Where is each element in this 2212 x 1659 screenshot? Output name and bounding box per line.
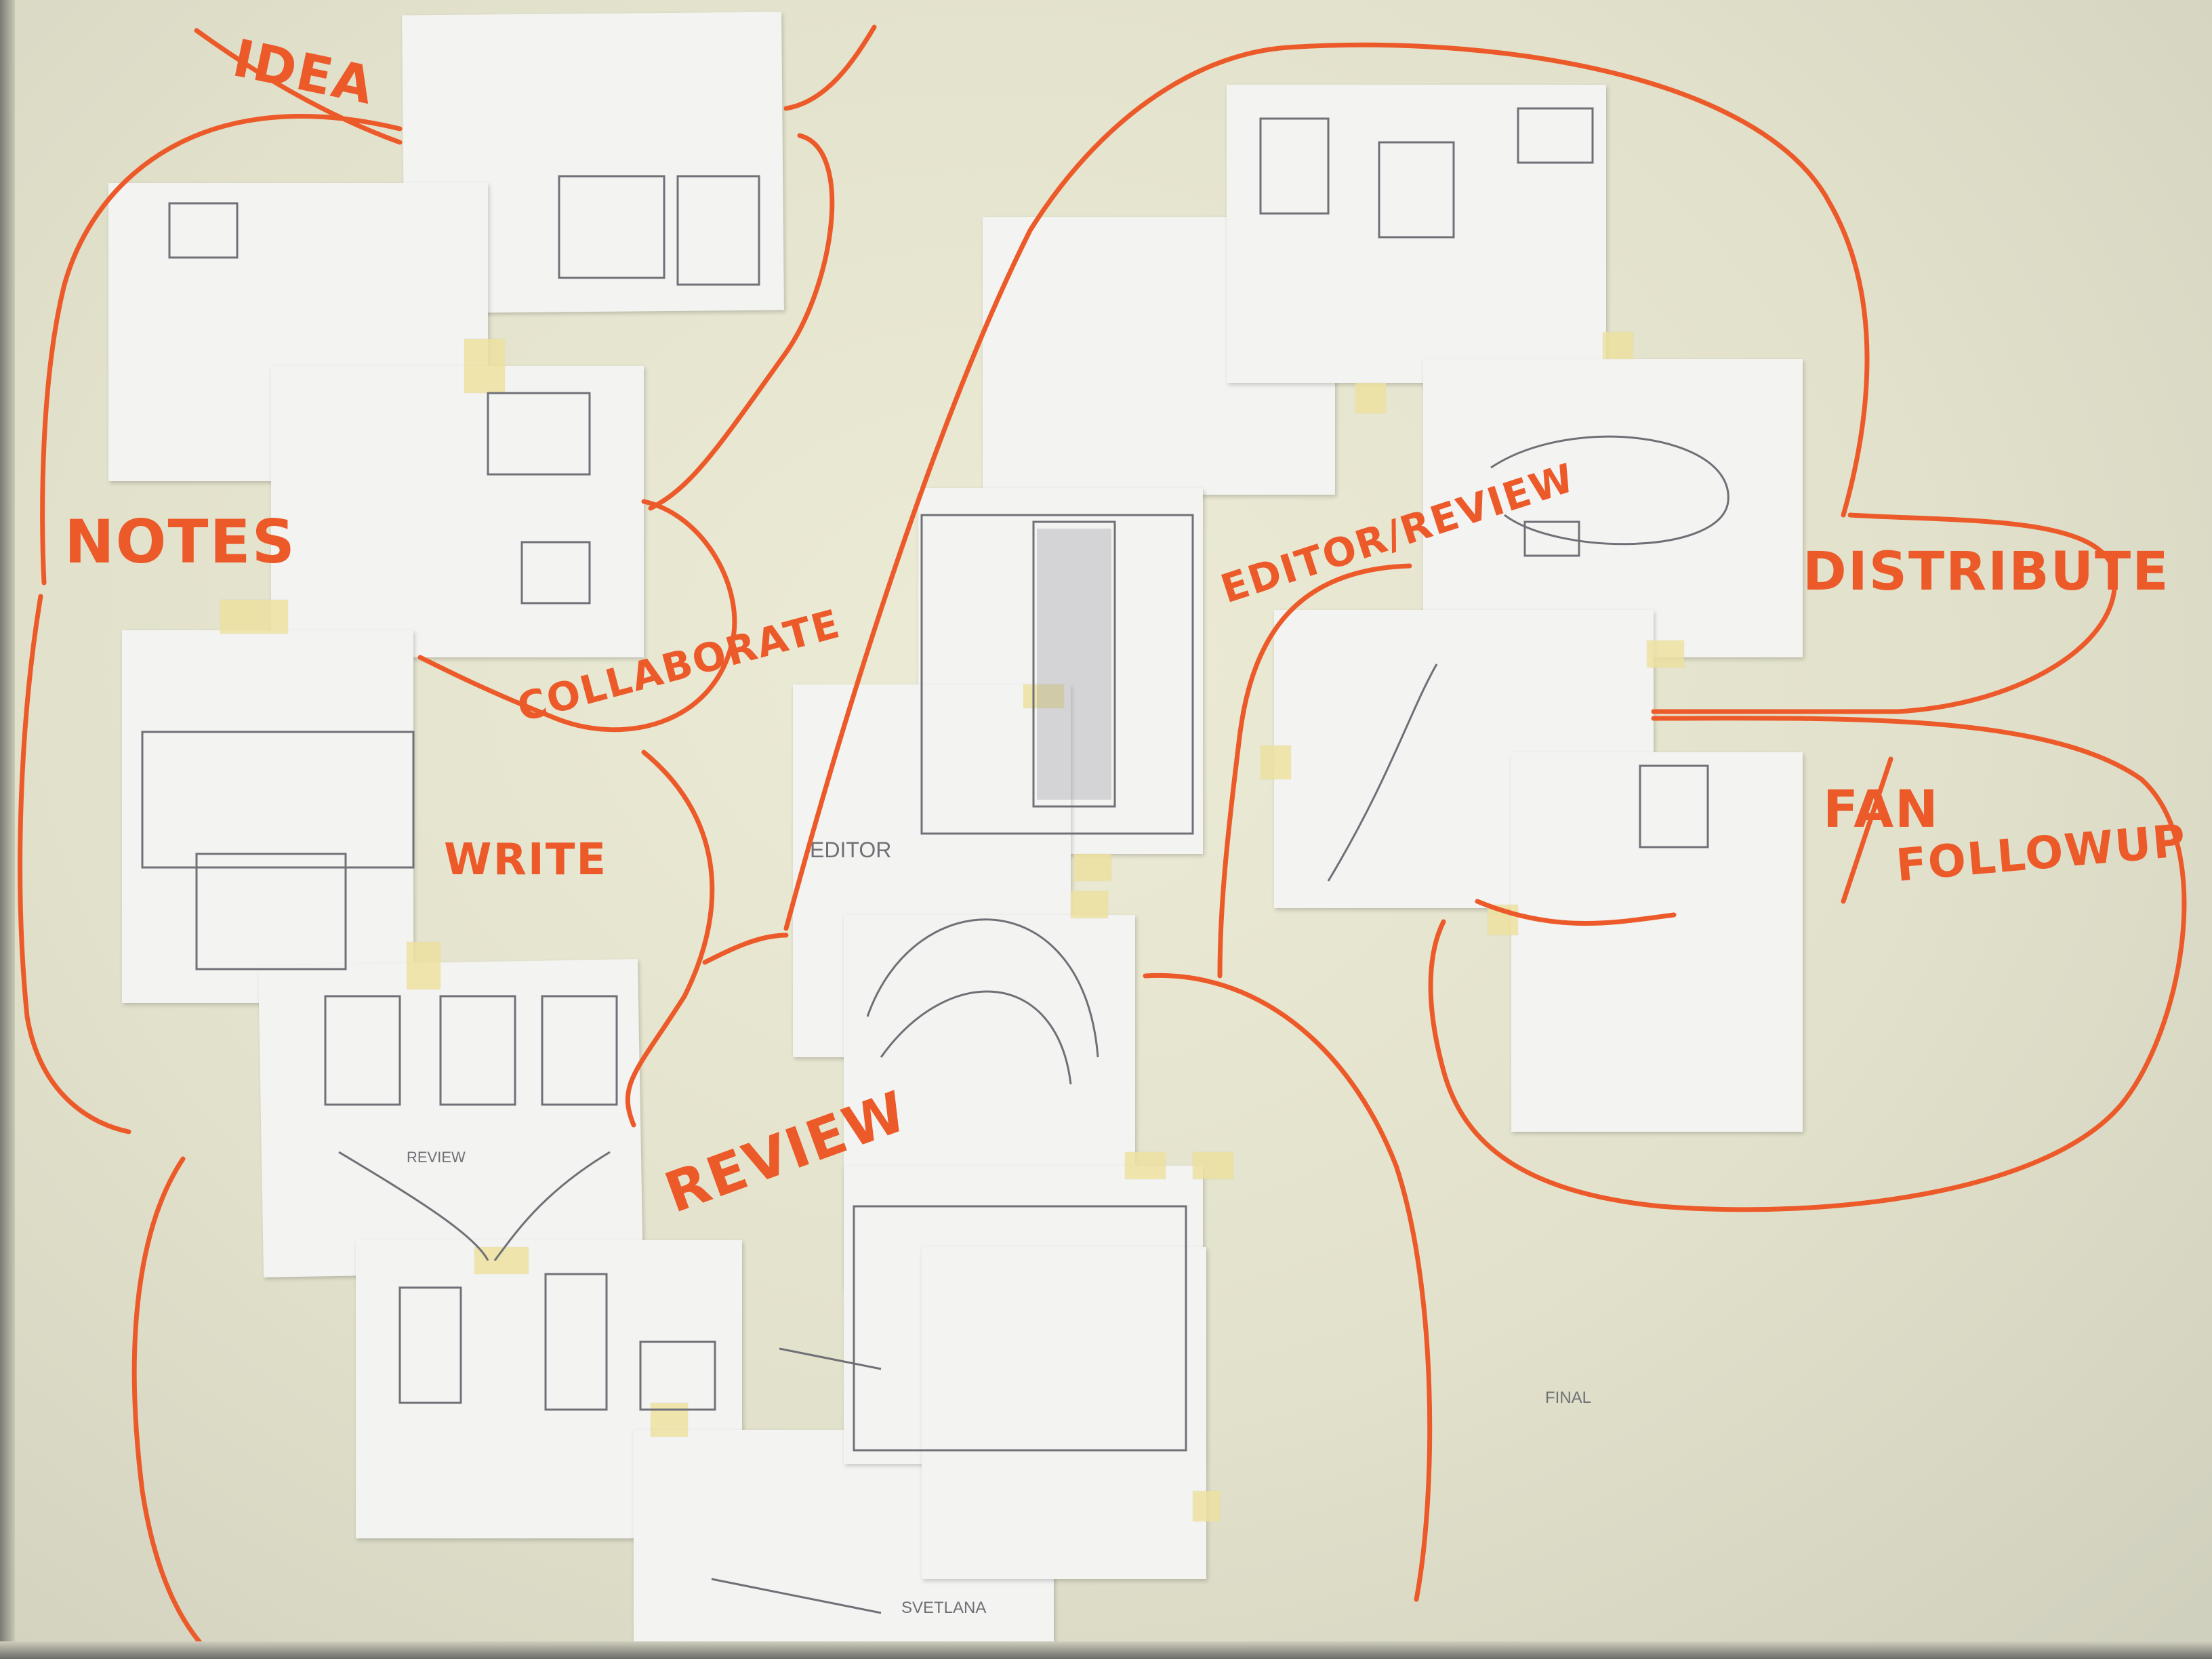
- label-fan: FAN: [1823, 779, 1940, 839]
- tape: [1603, 332, 1633, 359]
- tape: [464, 339, 505, 393]
- tape: [1023, 684, 1064, 708]
- sketch-text-review: REVIEW: [407, 1149, 466, 1166]
- distribute-loop: [1651, 512, 2117, 714]
- tape: [1125, 1152, 1166, 1179]
- tape: [1261, 745, 1291, 779]
- sketch-text-svetlana: SVETLANA: [901, 1599, 986, 1617]
- tape: [1355, 383, 1386, 413]
- tape: [220, 600, 288, 634]
- fan-divider: [1841, 756, 1893, 904]
- collaborate-loop: [417, 499, 737, 733]
- label-notes: NOTES: [64, 507, 296, 577]
- label-write: WRITE: [444, 835, 607, 885]
- sketch-paper-write-1: [122, 630, 413, 1003]
- write-left-loop: [18, 594, 131, 1134]
- tape: [651, 1403, 688, 1437]
- sketch-text-editor: EDITOR: [810, 838, 891, 862]
- tape: [407, 942, 441, 989]
- editor-review-loop: [1217, 563, 1412, 979]
- write-join-loop: [702, 933, 789, 965]
- sketch-paper-notes-2: [271, 366, 644, 657]
- idea-right-loop: [783, 24, 877, 111]
- marker-labels: IDEA NOTES COLLABORATE WRITE REVIEW EDIT…: [64, 28, 2189, 1226]
- notes-collaborate-loop: [648, 133, 835, 511]
- sketch-paper-editor-6: [922, 1247, 1206, 1579]
- pencil-sketches: EDITOR FINAL SVETLANA REVIEW: [141, 107, 1729, 1617]
- fan-loop: [1475, 899, 1677, 926]
- fan-big-loop: [1428, 716, 2187, 1212]
- label-idea: IDEA: [228, 28, 380, 117]
- tape: [1193, 1152, 1233, 1179]
- idea-loop: [194, 28, 403, 145]
- marker-loops: [18, 24, 2187, 1656]
- sketch-paper-fan-2: [1511, 752, 1803, 1132]
- editor-big-loop: [783, 42, 1870, 931]
- review-right-loop: [1143, 972, 1433, 1602]
- tape: [1647, 640, 1684, 668]
- write-loop: [625, 750, 715, 1128]
- sketch-paper-distribute-1: [1227, 85, 1606, 383]
- tape: [1074, 854, 1111, 881]
- review-left-loop: [131, 1156, 213, 1656]
- label-review: REVIEW: [657, 1079, 916, 1225]
- notes-loop: [40, 114, 403, 586]
- sketch-text-final: FINAL: [1545, 1389, 1591, 1407]
- board-edge-left: [0, 0, 15, 1659]
- label-distribute: DISTRIBUTE: [1803, 541, 2170, 602]
- board-edge-bottom: [0, 1641, 2212, 1659]
- sketch-paper-distribute-2: [1423, 359, 1803, 657]
- tape: [1193, 1491, 1220, 1521]
- tape: [1071, 891, 1108, 918]
